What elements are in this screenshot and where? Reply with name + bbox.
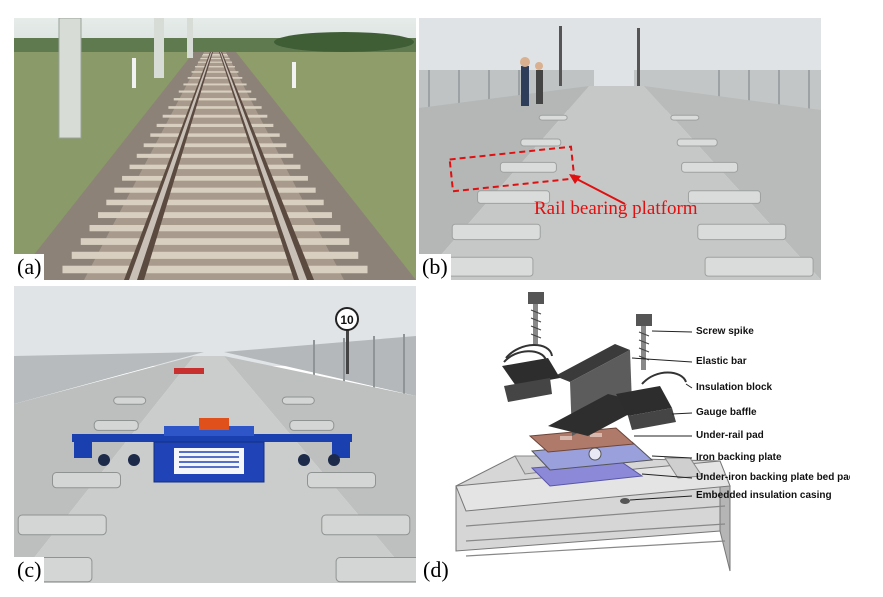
label-elastic-bar: Elastic bar: [696, 356, 747, 367]
panel-a: (a): [14, 18, 416, 280]
sleeper: [71, 251, 359, 259]
screw-spike-left: [528, 292, 544, 344]
inspection-machine: [72, 418, 352, 483]
label-screw-spike: Screw spike: [696, 326, 754, 337]
sleeper: [202, 55, 228, 57]
sleeper: [106, 199, 324, 206]
screw-spike-right: [636, 314, 652, 370]
rail-bearing-platform: [477, 190, 551, 204]
slab-platform: [307, 472, 376, 489]
sleeper: [89, 224, 341, 232]
sleeper: [143, 143, 287, 148]
panel-b: Rail bearing platform (b): [419, 18, 821, 280]
sleeper: [168, 106, 262, 109]
panel-label-a: (a): [14, 254, 45, 280]
rail-bearing-platform: [670, 114, 700, 121]
sleeper: [162, 114, 268, 118]
label-under-rail-pad: Under-rail pad: [696, 430, 764, 441]
slab-platform: [335, 557, 416, 583]
slab-platform: [52, 472, 121, 489]
panel-d: Screw spike Elastic bar Insulation block…: [420, 286, 850, 583]
label-insulation-block: Insulation block: [696, 382, 773, 393]
sleeper: [195, 66, 235, 68]
sleeper-block: [455, 455, 731, 572]
rail-bearing-platforms: [424, 114, 814, 277]
speed-sign-text: 10: [340, 313, 354, 327]
sleeper: [200, 57, 230, 60]
sleeper: [197, 61, 233, 63]
slab-platform: [93, 420, 139, 431]
sleeper: [173, 98, 257, 101]
rail-bearing-platform: [687, 190, 761, 204]
sleeper: [136, 153, 294, 158]
sleeper: [150, 133, 280, 137]
rail-bearing-platform: [681, 161, 739, 173]
rail-bearing-platform-callout: Rail bearing platform: [534, 198, 698, 219]
rail-bearing-platform: [704, 256, 814, 277]
sleeper: [191, 71, 239, 73]
panel-c: 10 (c): [14, 286, 416, 583]
label-embedded-insulation-casing: Embedded insulation casing: [696, 490, 832, 501]
sleeper: [183, 83, 247, 86]
rail-bearing-platform: [451, 223, 541, 241]
sleeper: [98, 212, 332, 219]
rail-bearing-platform: [676, 138, 718, 147]
sleeper: [187, 77, 243, 79]
label-bed-pad: Under-iron backing plate bed pad: [696, 472, 850, 483]
sleeper: [129, 164, 301, 170]
sleeper: [156, 123, 274, 128]
slab-platform: [17, 514, 107, 536]
label-gauge-baffle: Gauge baffle: [696, 407, 757, 418]
slab-platform: [289, 420, 335, 431]
panel-label-d: (d): [420, 557, 452, 583]
rail-bearing-platform: [499, 161, 557, 173]
slab-platform: [113, 396, 147, 405]
rail-bearing-platform: [538, 114, 568, 121]
sleeper: [178, 90, 252, 93]
panel-label-b: (b): [419, 254, 451, 280]
sleeper: [80, 238, 350, 245]
label-iron-backing-plate: Iron backing plate: [696, 452, 782, 463]
sleeper: [122, 175, 308, 181]
sleepers: [62, 54, 368, 274]
sleeper: [203, 54, 227, 55]
rail-bearing-platform: [697, 223, 787, 241]
panel-label-c: (c): [14, 557, 45, 583]
rail-bearing-platform: [520, 138, 562, 147]
slab-platform: [281, 396, 315, 405]
slab-platform: [321, 514, 411, 536]
sleeper: [62, 265, 368, 274]
sleeper: [114, 187, 316, 193]
